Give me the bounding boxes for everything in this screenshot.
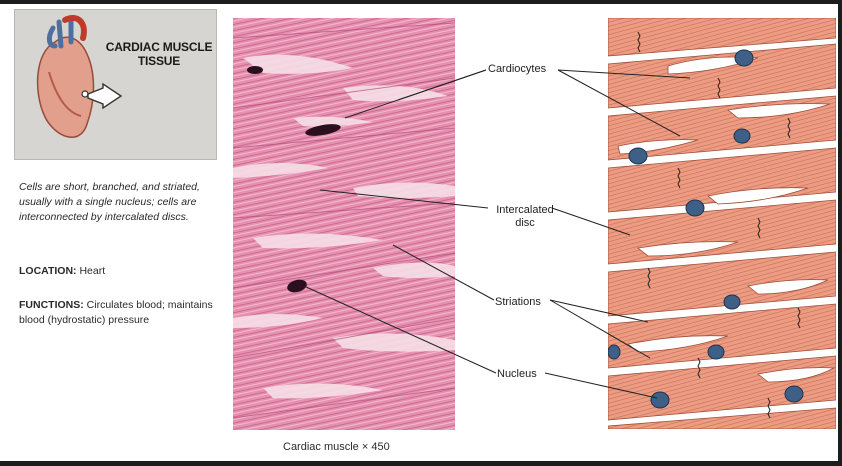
location-label: LOCATION: (19, 265, 77, 277)
page-title: CARDIAC MUSCLE TISSUE (103, 40, 215, 68)
micrograph-caption: Cardiac muscle × 450 (283, 441, 390, 453)
cardiocyte-drawing (608, 18, 836, 429)
top-border (0, 0, 842, 4)
functions-label: FUNCTIONS: (19, 299, 84, 311)
title-panel: CARDIAC MUSCLE TISSUE (14, 9, 217, 160)
label-intercalated-disc: Intercalated disc (485, 204, 565, 230)
description-text: Cells are short, branched, and striated,… (19, 180, 219, 225)
heart-icon (25, 12, 135, 152)
label-striations: Striations (495, 296, 541, 309)
label-cardiocytes: Cardiocytes (488, 63, 546, 76)
bottom-border (0, 461, 842, 466)
label-nucleus: Nucleus (497, 368, 537, 381)
right-border (838, 0, 842, 466)
micrograph-image (233, 18, 455, 430)
label-intercalated-line1: Intercalated (485, 204, 565, 217)
label-intercalated-line2: disc (485, 217, 565, 230)
location-text: LOCATION: Heart (19, 264, 105, 279)
functions-text: FUNCTIONS: Circulates blood; maintains b… (19, 298, 219, 328)
location-value: Heart (79, 265, 105, 277)
